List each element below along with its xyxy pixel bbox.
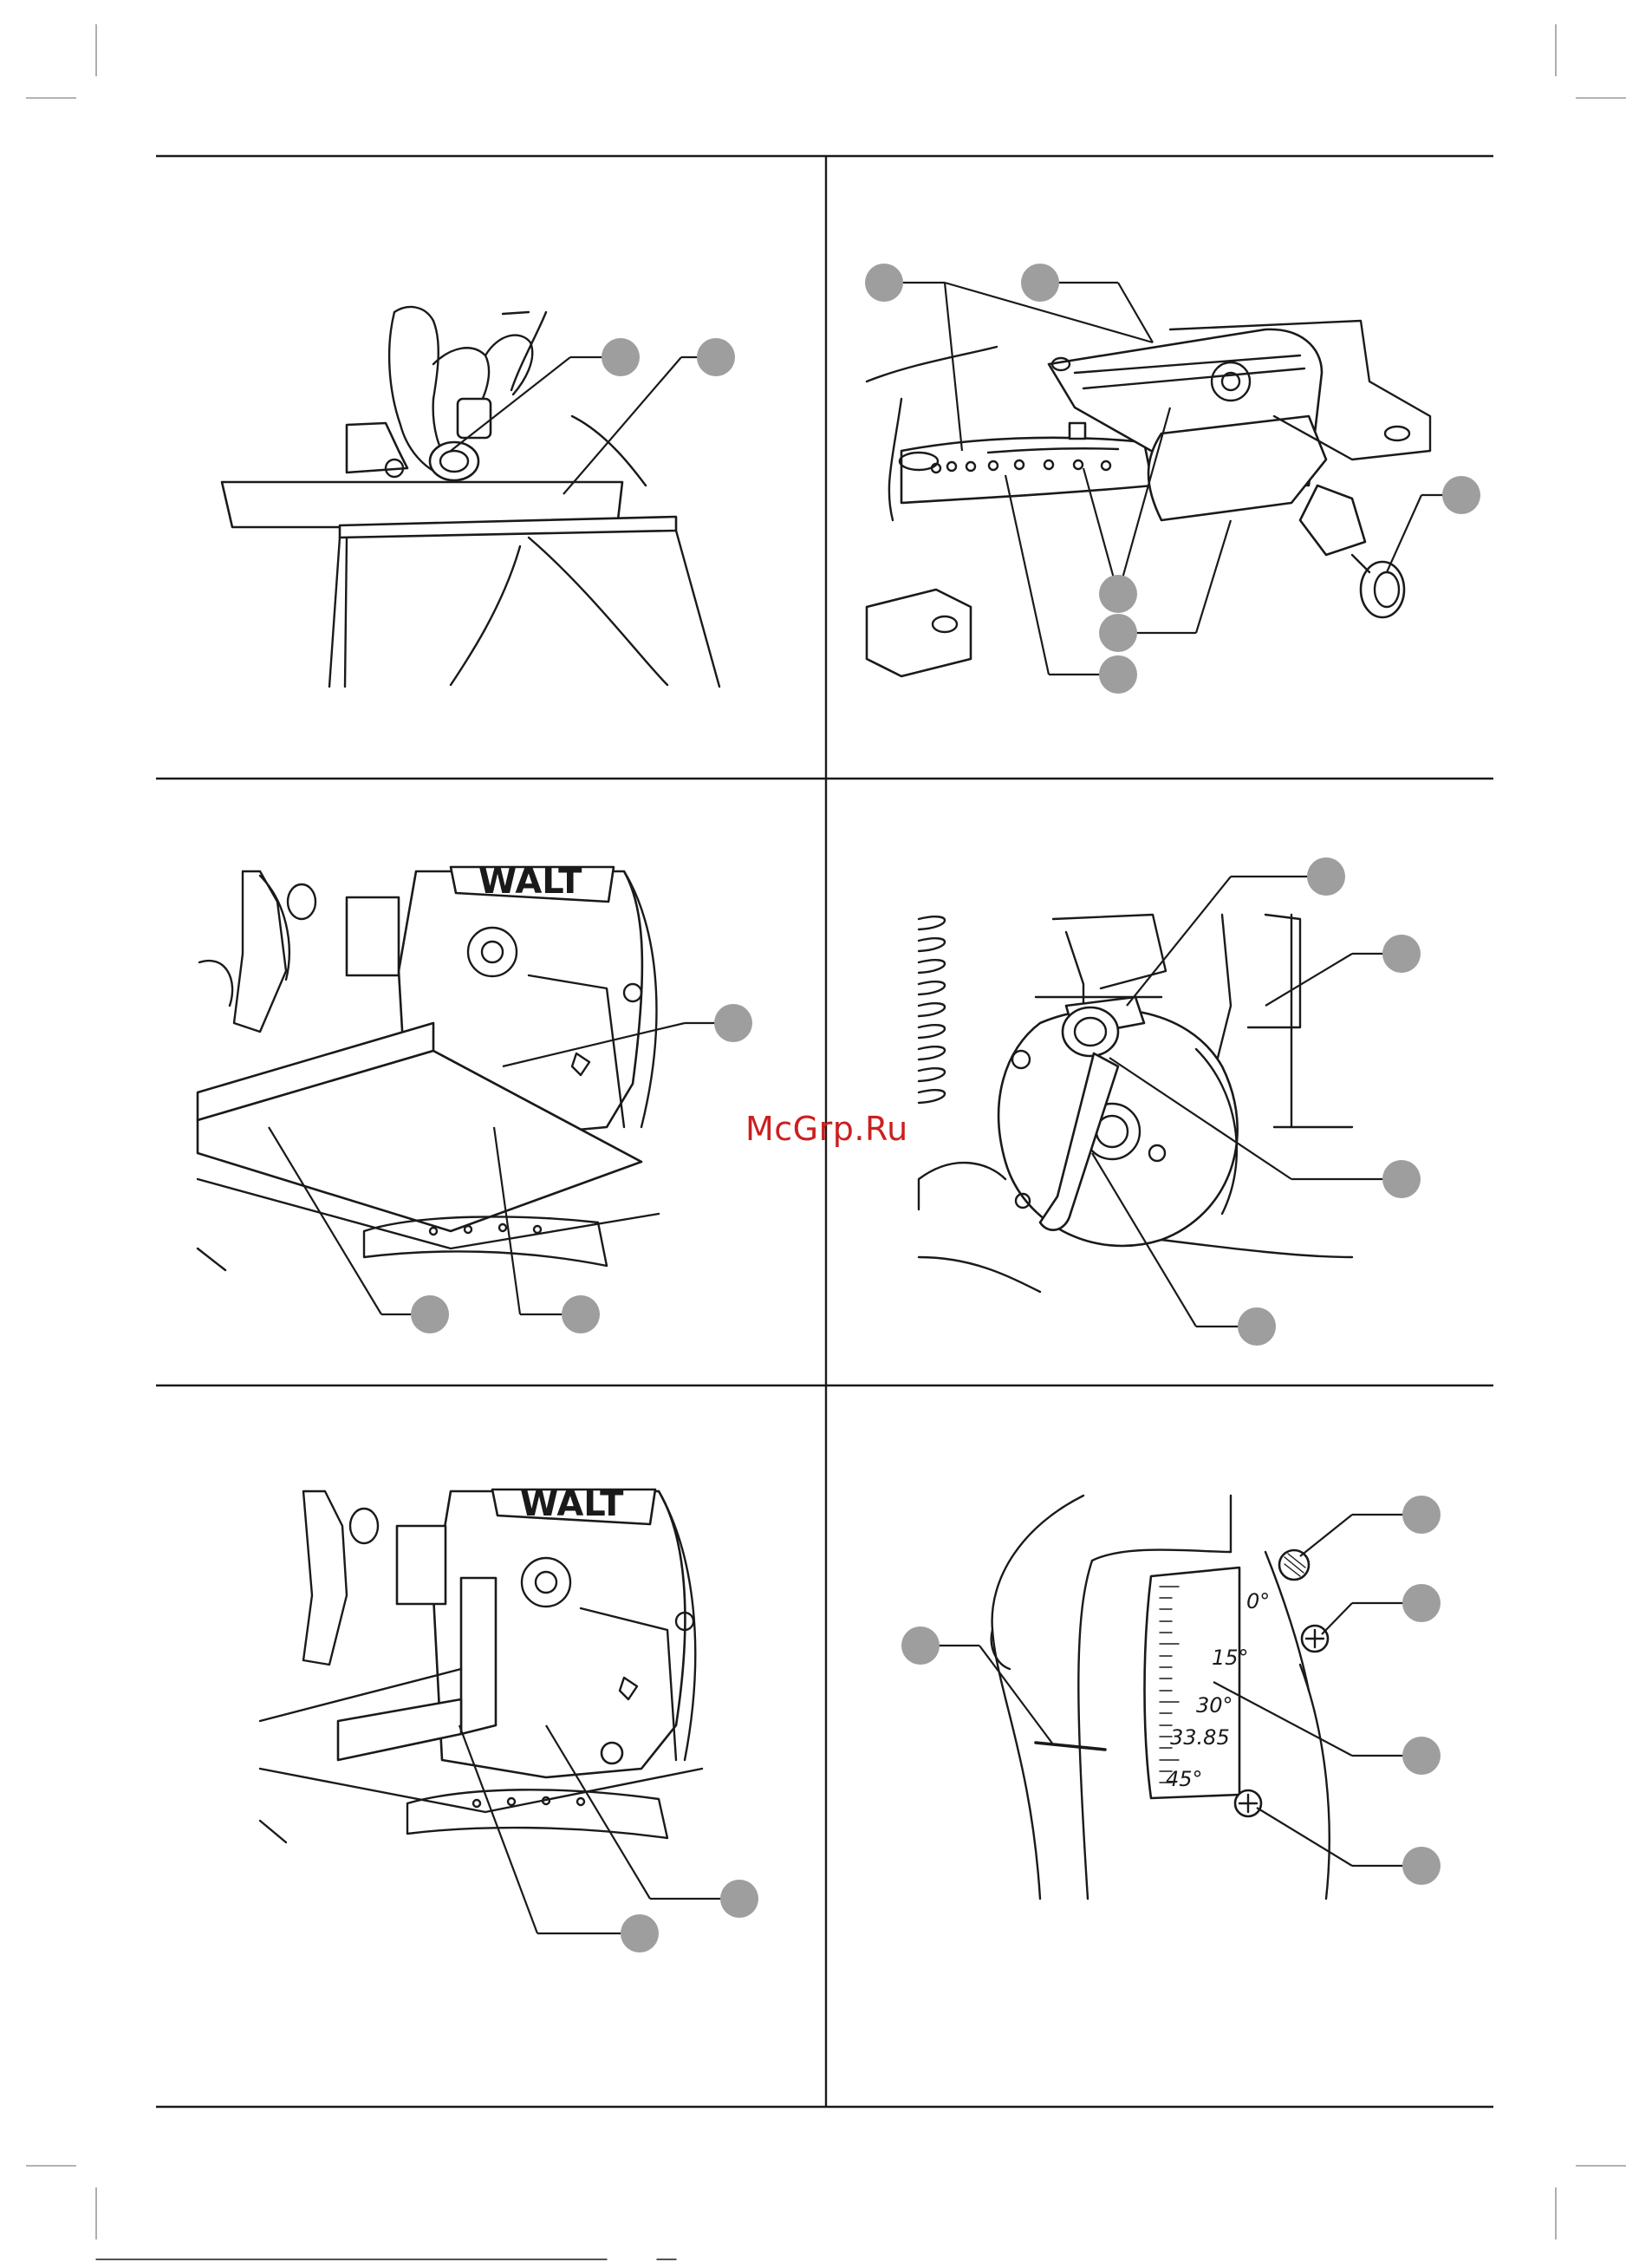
callout-marker [1402, 1847, 1441, 1885]
scale-label-15: 15° [1212, 1646, 1249, 1670]
figure-blade-square-flat: WALT [198, 862, 752, 1333]
table-base [260, 1769, 702, 1842]
callout-marker [1382, 1160, 1421, 1198]
spring [919, 916, 945, 1103]
figure-blade-square-vertical: WALT [260, 1484, 758, 1952]
callout-marker [1021, 264, 1059, 302]
bevel-housing [998, 915, 1300, 1246]
callout-marker [1442, 476, 1480, 514]
callout-marker [720, 1880, 758, 1918]
scale-label-33-85: 33.85 [1170, 1725, 1230, 1750]
callout-marker [1402, 1496, 1441, 1534]
square-tool [222, 482, 719, 687]
callout-marker [411, 1295, 449, 1333]
callout-marker [714, 1004, 752, 1042]
callouts-fig1 [451, 338, 735, 494]
callout-marker [1099, 655, 1137, 694]
scale-label-30: 30° [1196, 1693, 1233, 1718]
scale-plate: 0° 15° 30° 33.85 45° [1145, 1568, 1271, 1798]
scale-label-45: 45° [1166, 1767, 1203, 1791]
callout-marker [1307, 857, 1345, 896]
saw-blade-arc [451, 416, 667, 685]
figure-bevel-scale: 0° 15° 30° 33.85 45° [901, 1496, 1441, 1899]
callout-marker [865, 264, 903, 302]
miter-table [900, 423, 1153, 503]
callout-marker [697, 338, 735, 376]
locking-knob [347, 399, 491, 480]
callout-marker [1099, 575, 1137, 613]
pointer [1036, 1743, 1105, 1750]
callout-marker [1099, 614, 1137, 652]
adjust-knob [1300, 486, 1404, 617]
callout-marker [1402, 1737, 1441, 1775]
figure-miter-arm [865, 264, 1480, 694]
callout-marker [562, 1295, 600, 1333]
base-left [867, 347, 997, 676]
vertical-square-tool [260, 1578, 496, 1760]
callout-marker [621, 1914, 659, 1952]
scale-label-0: 0° [1246, 1589, 1270, 1613]
callout-marker [1238, 1307, 1276, 1346]
watermark: McGrp.Ru [745, 1110, 908, 1148]
brand-logo-text: WALT [520, 1484, 624, 1524]
brand-logo-text: WALT [478, 862, 582, 902]
callout-marker [602, 338, 640, 376]
callout-marker [1382, 935, 1421, 973]
figure-bevel-lock [919, 857, 1421, 1346]
figure-fence-square-check [222, 307, 735, 687]
callout-marker [1402, 1584, 1441, 1622]
callout-marker [901, 1626, 940, 1665]
